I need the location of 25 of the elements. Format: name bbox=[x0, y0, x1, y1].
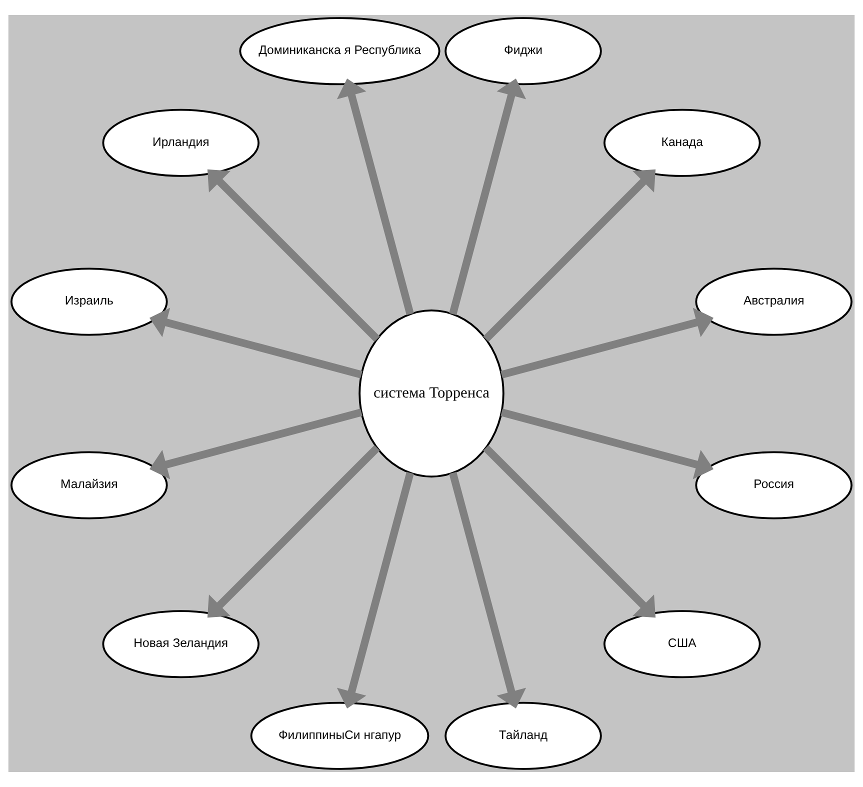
arrow bbox=[149, 308, 362, 378]
arrow bbox=[149, 408, 362, 480]
arrow bbox=[207, 445, 380, 618]
node-ellipse: Ирландия bbox=[102, 108, 260, 177]
arrow bbox=[449, 78, 526, 316]
node-ellipse: Россия bbox=[695, 451, 852, 520]
node-ellipse: Канада bbox=[603, 108, 761, 177]
node-ellipse: Израиль bbox=[10, 268, 168, 336]
node-ellipse: Фиджи bbox=[444, 17, 602, 86]
node-ellipse: система Торренса bbox=[358, 309, 504, 478]
arrow bbox=[336, 472, 414, 708]
arrow bbox=[483, 169, 656, 342]
arrow bbox=[336, 78, 414, 316]
arrow bbox=[449, 472, 526, 708]
arrow bbox=[483, 445, 656, 618]
arrow bbox=[207, 169, 380, 342]
node-ellipse: Доминиканска я Республика bbox=[239, 17, 440, 86]
arrow bbox=[500, 408, 714, 480]
node-ellipse: США bbox=[603, 610, 761, 678]
node-ellipse: Новая Зеландия bbox=[102, 610, 260, 678]
node-ellipse: ФилиппиныСи нгапур bbox=[250, 702, 430, 770]
node-ellipse: Тайланд bbox=[444, 702, 602, 770]
node-ellipse: Малайзия bbox=[10, 451, 168, 520]
node-ellipse: Австралия bbox=[695, 268, 852, 336]
arrow bbox=[500, 308, 714, 378]
